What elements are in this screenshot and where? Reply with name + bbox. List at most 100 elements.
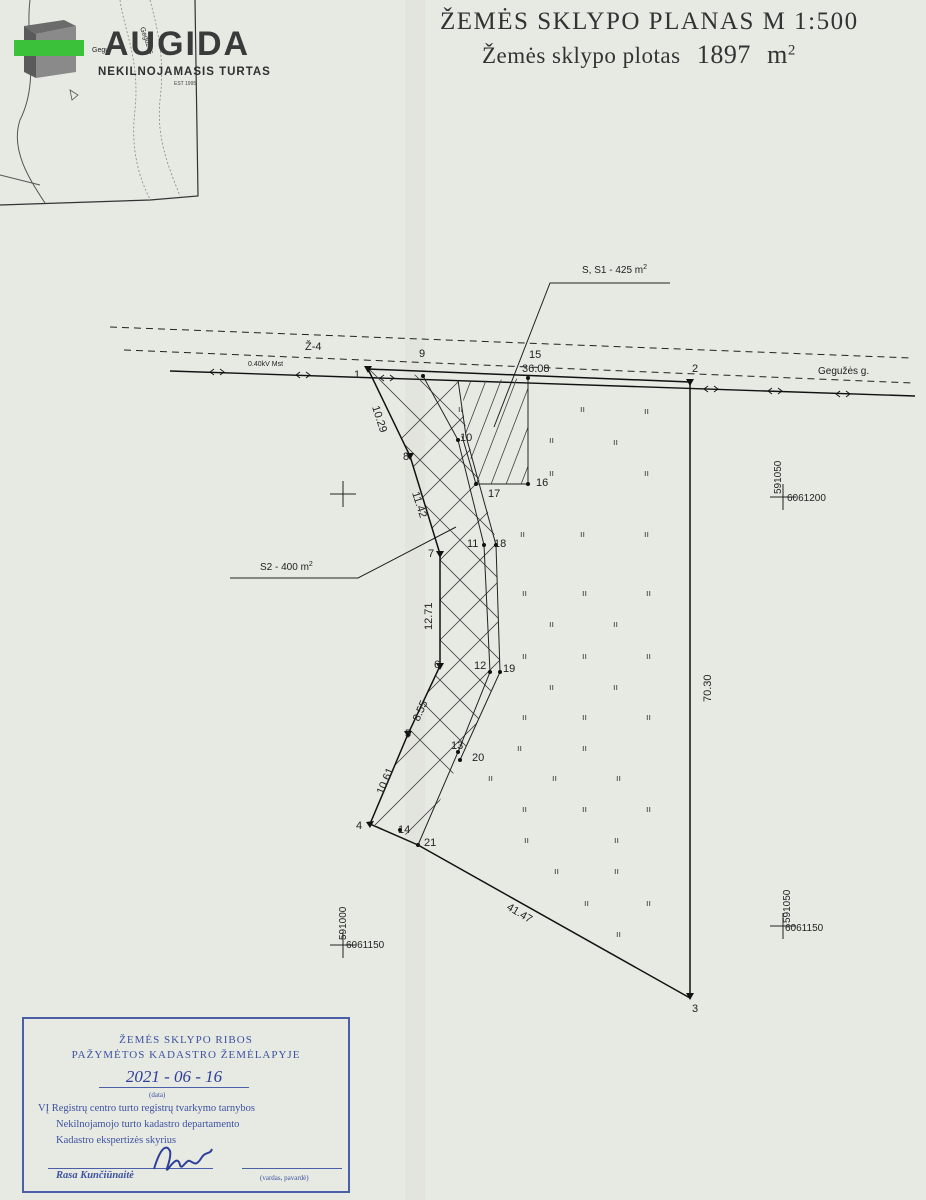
svg-text:ıı: ıı (616, 929, 621, 939)
point-label: 13 (451, 740, 463, 752)
power-line-label: 0.40kV Mst (248, 361, 283, 368)
svg-text:ıı: ıı (552, 773, 557, 783)
cadastral-stamp: ŽEMĖS SKLYPO RIBOS PAŽYMĖTOS KADASTRO ŽE… (22, 1017, 350, 1193)
coordinate-y: 591000 (338, 906, 349, 940)
plan-title-block: ŽEMĖS SKLYPO PLANAS M 1:500 Žemės sklypo… (440, 8, 910, 70)
point-label: 9 (419, 348, 425, 360)
svg-text:ıı: ıı (613, 437, 618, 447)
stamp-org-line-3: Kadastro ekspertizės skyrius (56, 1135, 177, 1146)
point-label: 7 (428, 548, 434, 560)
point-label: 11 (467, 538, 478, 550)
point-label: 19 (503, 663, 515, 675)
point-label: 21 (424, 837, 436, 849)
stamp-date: 2021 - 06 - 16 (99, 1067, 249, 1088)
zone-boundary-dashed: Ž-4 (109, 326, 913, 384)
svg-text:ıı: ıı (520, 529, 525, 539)
point-label: 16 (536, 477, 548, 489)
logo-mark-icon (14, 20, 84, 78)
svg-text:ıı: ıı (582, 743, 587, 753)
parcel-boundary (366, 368, 691, 1000)
logo-est: EST 1995 (174, 81, 197, 87)
stamp-signer-name: Rasa Kunčiūnaitė (56, 1170, 134, 1181)
svg-text:ıı: ıı (549, 468, 554, 478)
svg-text:ıı: ıı (549, 619, 554, 629)
svg-text:ıı: ıı (549, 435, 554, 445)
zone-label: Ž-4 (305, 340, 322, 353)
svg-text:ıı: ıı (616, 773, 621, 783)
svg-text:ıı: ıı (614, 835, 619, 845)
point-label: 15 (529, 349, 541, 361)
dimension-label: 36.08 (522, 363, 550, 375)
coordinate-x: 6061150 (785, 923, 824, 934)
stamp-org-line-2: Nekilnojamojo turto kadastro departament… (56, 1119, 240, 1130)
land-use-symbols: ıı ıı ıı ıı ıı ıı ıı ıı ıı ıı ıı ıı ıı ıı ıı ıı ıı… (458, 404, 651, 939)
plan-title: ŽEMĖS SKLYPO PLANAS M 1:500 (440, 8, 859, 35)
svg-text:ıı: ıı (549, 682, 554, 692)
point-label: 4 (356, 820, 362, 832)
logo-name: AUGIDA (104, 25, 251, 63)
stamp-org-line-1: VĮ Registrų centro turto registrų tvarky… (38, 1103, 255, 1114)
signature-mark (153, 1146, 213, 1171)
stamp-date-label: (data) (149, 1091, 166, 1099)
point-label: 20 (472, 752, 484, 764)
svg-text:ıı: ıı (580, 529, 585, 539)
dimension-label: 70.30 (702, 674, 714, 702)
point-label: 6 (434, 659, 440, 671)
stamp-name-label: (vardas, pavardė) (260, 1174, 309, 1182)
svg-text:ıı: ıı (644, 406, 649, 416)
svg-text:ıı: ıı (458, 404, 463, 414)
plot-area-line: Žemės sklypo plotas 1897 m2 (482, 40, 910, 70)
name-line (242, 1168, 342, 1169)
coordinate-y: 591050 (782, 889, 793, 923)
svg-text:ıı: ıı (522, 588, 527, 598)
coordinate-y: 591050 (773, 460, 784, 494)
svg-text:ıı: ıı (524, 835, 529, 845)
company-logo: AUGIDA NEKILNOJAMASIS TURTAS EST 1995 (14, 20, 304, 90)
plot-area-label: Žemės sklypo plotas (482, 43, 681, 68)
logo-subtitle: NEKILNOJAMASIS TURTAS (98, 66, 271, 78)
plot-area-value: 1897 (696, 40, 751, 69)
point-label: 17 (488, 488, 500, 500)
coordinate-x: 6061200 (787, 493, 826, 504)
svg-text:ıı: ıı (582, 712, 587, 722)
inset-street-label-2: Gegu (92, 47, 109, 54)
point-label: 1 (354, 369, 360, 381)
plot-area-unit-sup: 2 (787, 42, 796, 59)
location-inset-map: Gegužės Gegu (0, 0, 199, 206)
point-label: 3 (692, 1003, 698, 1015)
point-label: 8 (403, 451, 409, 463)
svg-text:ıı: ıı (614, 866, 619, 876)
svg-text:ıı: ıı (646, 712, 651, 722)
power-line: 0.40kV Mst Gegužės g. (169, 361, 916, 398)
svg-text:ıı: ıı (584, 898, 589, 908)
stamp-title: ŽEMĖS SKLYPO RIBOS (119, 1034, 253, 1046)
stamp-subtitle: PAŽYMĖTOS KADASTRO ŽEMĖLAPYJE (71, 1049, 301, 1061)
street-label: Gegužės g. (818, 366, 869, 377)
point-label: 12 (474, 660, 486, 672)
svg-text:ıı: ıı (522, 804, 527, 814)
svg-text:ıı: ıı (580, 404, 585, 414)
dimension-label: 12.71 (423, 602, 435, 630)
svg-text:ıı: ıı (582, 804, 587, 814)
svg-text:ıı: ıı (522, 712, 527, 722)
s2-easement-label: S2 - 400 m2 (260, 561, 313, 573)
signature-line (48, 1168, 213, 1169)
svg-text:ıı: ıı (522, 651, 527, 661)
point-label: 14 (398, 824, 410, 836)
svg-text:ıı: ıı (582, 588, 587, 598)
svg-text:ıı: ıı (488, 773, 493, 783)
boundary-point-markers (364, 366, 694, 1000)
svg-text:ıı: ıı (554, 866, 559, 876)
svg-text:ıı: ıı (613, 682, 618, 692)
svg-text:ıı: ıı (644, 529, 649, 539)
coordinate-x: 6061150 (346, 940, 385, 951)
svg-text:ıı: ıı (644, 468, 649, 478)
easement-leaders: S, S1 - 425 m2 S2 - 400 m2 (230, 264, 670, 579)
point-label: 2 (692, 363, 698, 375)
svg-text:ıı: ıı (646, 651, 651, 661)
point-label: 10 (460, 432, 472, 444)
svg-text:ıı: ıı (517, 743, 522, 753)
coordinate-crosses (330, 481, 796, 958)
plot-area-unit: m (767, 40, 788, 69)
